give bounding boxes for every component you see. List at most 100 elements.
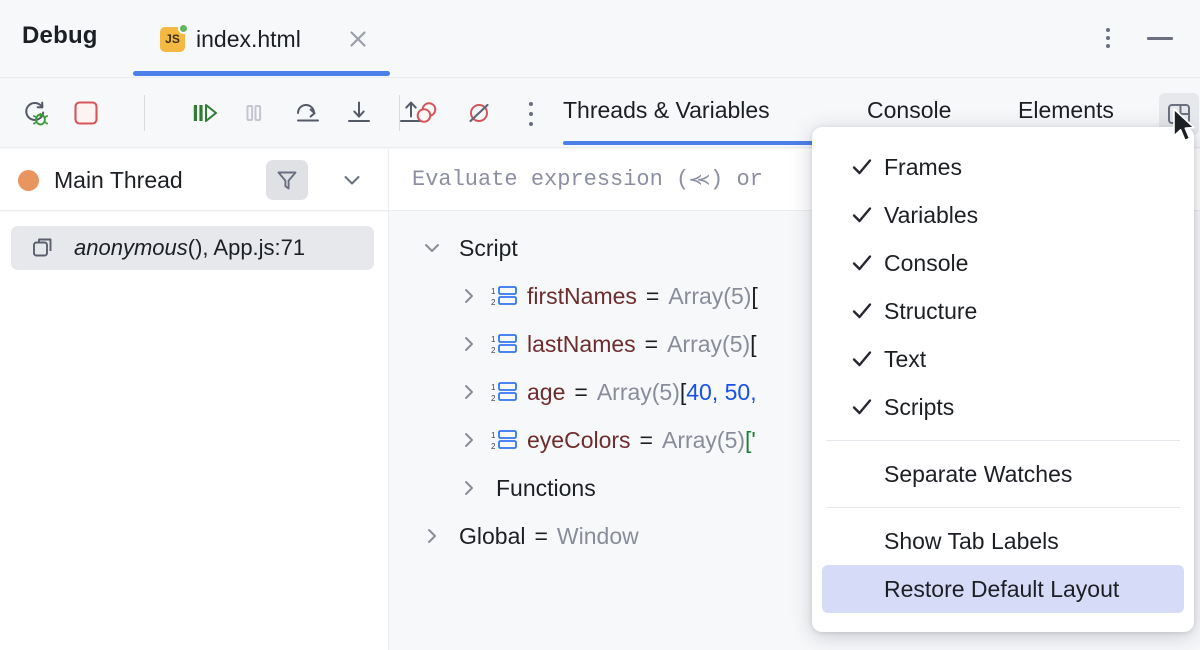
resume-icon	[193, 104, 217, 122]
layout-settings-menu: Frames Variables Console	[812, 127, 1194, 632]
menu-item-label: Structure	[884, 297, 978, 324]
svg-text:2: 2	[491, 394, 496, 403]
menu-item-text[interactable]: Text	[822, 335, 1184, 383]
js-icon-label: JS	[165, 32, 180, 46]
menu-item-scripts[interactable]: Scripts	[822, 383, 1184, 431]
equals-sign: =	[645, 282, 660, 309]
list-item[interactable]: anonymous(), App.js:71	[11, 226, 374, 270]
svg-text:1: 1	[491, 287, 496, 296]
more-vertical-icon-dot	[1106, 36, 1110, 40]
stop-button[interactable]	[64, 92, 108, 134]
variable-name: age	[527, 378, 566, 405]
tree-node-eyecolors[interactable]: 1 2 eyeColors = Array(5) ['	[454, 416, 756, 464]
tree-node-label: Functions	[496, 474, 596, 501]
tab-threads-and-variables[interactable]: Threads & Variables	[563, 97, 770, 123]
stack-frame-icon	[33, 238, 52, 256]
chevron-right-icon[interactable]	[454, 425, 484, 455]
more-vertical-icon-dot	[1106, 44, 1110, 48]
thread-selector-label[interactable]: Main Thread	[54, 167, 183, 193]
window-more-button[interactable]	[1097, 24, 1119, 52]
chevron-right-icon[interactable]	[454, 377, 484, 407]
array-icon: 1 2	[491, 382, 517, 403]
frames-filter-button[interactable]	[266, 160, 308, 200]
step-over-button[interactable]	[286, 92, 330, 134]
menu-item-separate-watches[interactable]: Separate Watches	[822, 450, 1184, 498]
tree-node-functions[interactable]: Functions	[454, 464, 596, 512]
array-icon: 1 2	[491, 286, 517, 307]
thread-selector-chevron[interactable]	[334, 165, 370, 195]
svg-text:2: 2	[491, 442, 496, 451]
editor-tab-index-html[interactable]: JS index.html	[133, 0, 391, 78]
menu-item-console[interactable]: Console	[822, 239, 1184, 287]
active-tab-indicator	[133, 71, 390, 76]
menu-item-label: Show Tab Labels	[884, 527, 1059, 554]
tree-node-global[interactable]: Global = Window	[417, 512, 639, 560]
pause-program-button[interactable]	[232, 92, 276, 134]
tree-node-label: Script	[459, 234, 518, 261]
minimize-button[interactable]	[1140, 24, 1180, 52]
toolbar-more-button[interactable]	[520, 99, 542, 129]
menu-separator	[826, 507, 1180, 508]
mute-breakpoints-button[interactable]	[457, 92, 501, 134]
check-icon	[850, 155, 884, 179]
menu-item-label: Scripts	[884, 393, 955, 420]
step-into-icon	[348, 101, 370, 122]
chevron-right-icon[interactable]	[417, 521, 447, 551]
variable-name: Global	[459, 522, 526, 549]
rerun-debug-icon	[25, 101, 49, 126]
close-icon[interactable]	[345, 26, 371, 52]
variable-value: Array(5)	[661, 426, 746, 453]
chevron-right-icon[interactable]	[454, 473, 484, 503]
variable-value: Array(5)	[596, 378, 680, 405]
menu-item-structure[interactable]: Structure	[822, 287, 1184, 335]
menu-item-label: Text	[884, 345, 927, 372]
stop-icon	[74, 101, 98, 125]
menu-item-variables[interactable]: Variables	[822, 191, 1184, 239]
resume-program-button[interactable]	[182, 92, 226, 134]
menu-item-show-tab-labels[interactable]: Show Tab Labels	[822, 517, 1184, 565]
step-out-icon	[400, 101, 422, 122]
menu-item-label: Restore Default Layout	[884, 575, 1120, 602]
variable-name: eyeColors	[527, 426, 631, 453]
step-into-button[interactable]	[337, 92, 381, 134]
rerun-debug-button[interactable]	[14, 92, 58, 134]
check-icon	[850, 299, 884, 323]
chevron-right-icon[interactable]	[454, 329, 484, 359]
menu-item-restore-default-layout[interactable]: Restore Default Layout	[822, 565, 1184, 613]
array-icon: 1 2	[491, 334, 517, 355]
chevron-down-icon	[344, 176, 360, 185]
menu-separator	[826, 440, 1180, 441]
chevron-down-icon[interactable]	[417, 233, 447, 263]
panel-divider[interactable]	[388, 149, 389, 650]
toolbar-separator	[144, 95, 145, 131]
svg-text:2: 2	[491, 346, 496, 355]
check-icon	[850, 251, 884, 275]
step-out-button[interactable]	[389, 92, 433, 134]
variable-preview: ['	[745, 426, 756, 453]
menu-item-label: Frames	[884, 153, 962, 180]
variable-preview: [	[751, 282, 758, 309]
equals-sign: =	[644, 330, 659, 357]
tree-node-lastnames[interactable]: 1 2 lastNames = Array(5) [	[454, 320, 757, 368]
tree-node-script[interactable]: Script	[417, 224, 518, 272]
tab-console[interactable]: Console	[867, 97, 952, 123]
more-vertical-icon-dot	[529, 112, 533, 116]
equals-sign: =	[574, 378, 588, 405]
frames-header	[0, 149, 388, 211]
layout-settings-icon	[1168, 104, 1190, 124]
chevron-right-icon[interactable]	[454, 281, 484, 311]
menu-item-label: Separate Watches	[884, 460, 1073, 487]
variable-value: Window	[556, 522, 639, 549]
breakpoints-icon	[416, 102, 437, 123]
tree-node-age[interactable]: 1 2 age = Array(5) [ 40, 50,	[454, 368, 757, 416]
view-breakpoints-button[interactable]	[405, 92, 449, 134]
frame-location: (), App.js:71	[187, 235, 306, 260]
check-icon	[850, 347, 884, 371]
tree-node-firstnames[interactable]: 1 2 firstNames = Array(5) [	[454, 272, 758, 320]
svg-text:1: 1	[491, 431, 496, 440]
tab-elements[interactable]: Elements	[1018, 97, 1114, 123]
variable-preview: [	[679, 378, 687, 405]
menu-item-frames[interactable]: Frames	[822, 143, 1184, 191]
menu-item-label: Variables	[884, 201, 979, 228]
